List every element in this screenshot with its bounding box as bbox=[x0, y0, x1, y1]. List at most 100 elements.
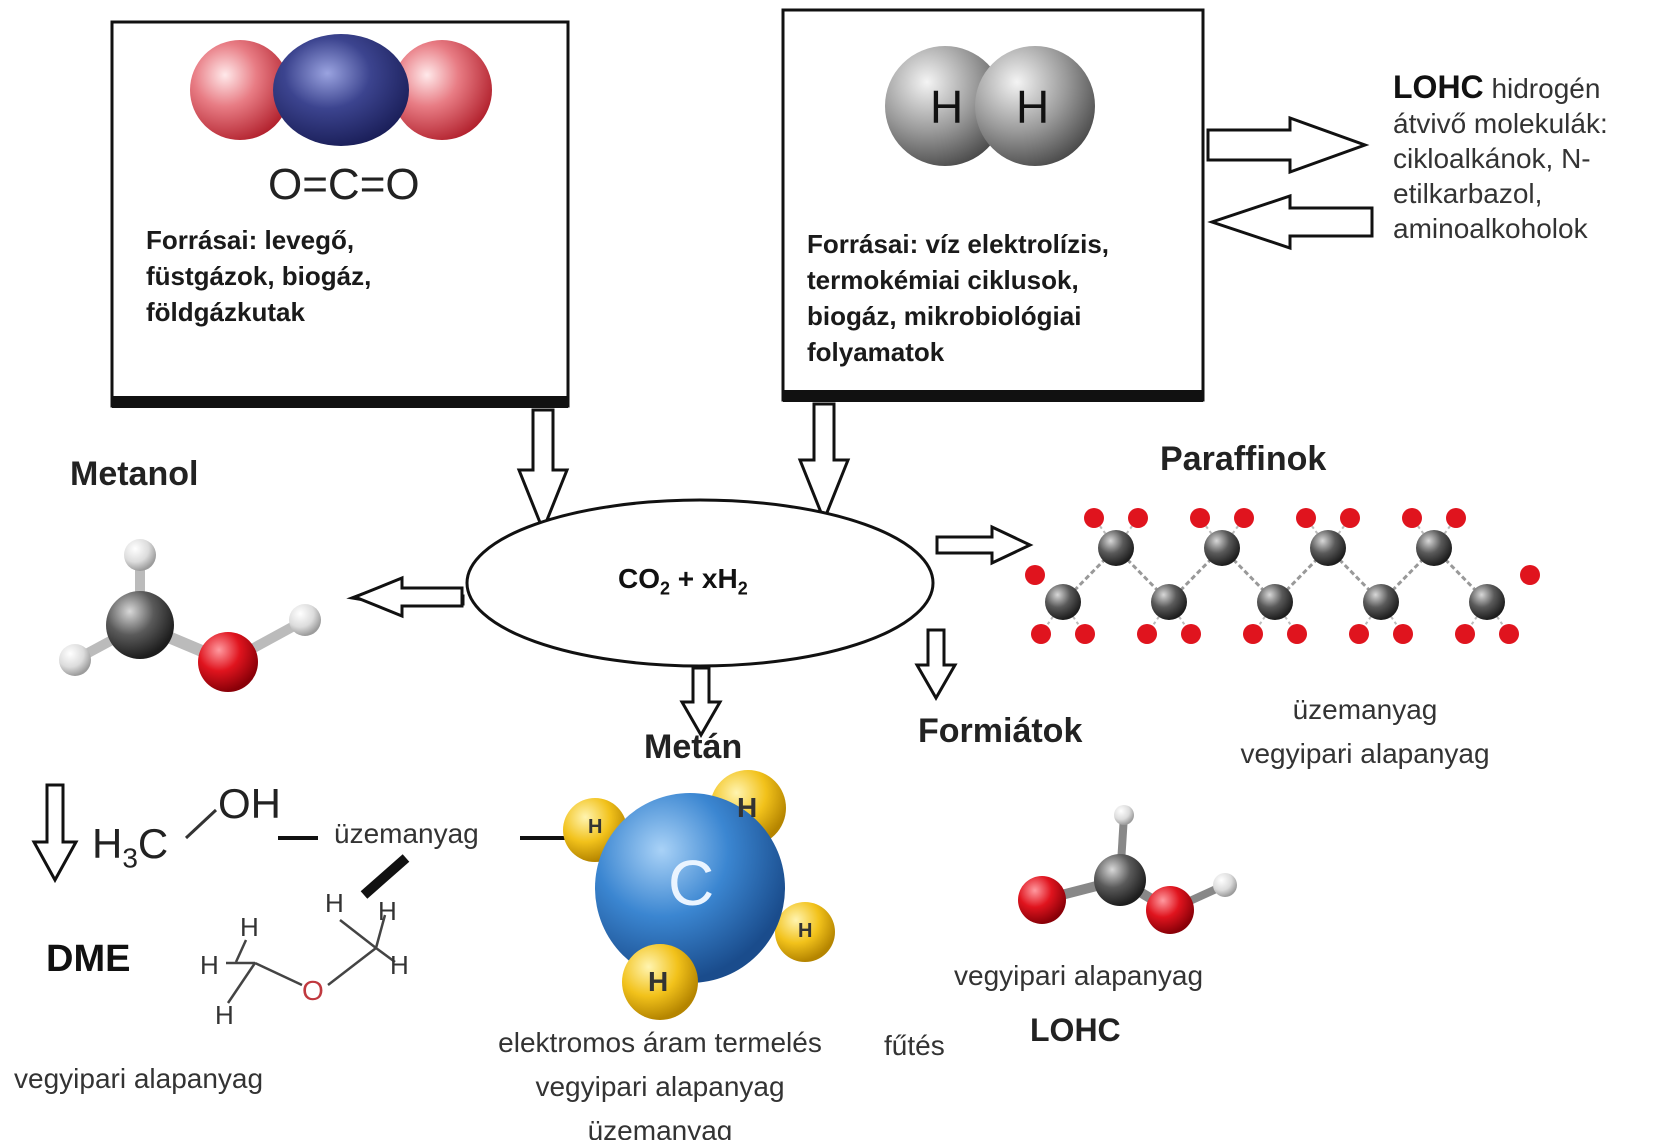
methanol-formula-bonds bbox=[184, 808, 218, 840]
paraffin-hydrogen bbox=[1455, 624, 1475, 644]
methanol-formula-h3c: H3C bbox=[92, 820, 168, 874]
paraffin-carbon bbox=[1204, 530, 1240, 566]
paraffin-carbon bbox=[1257, 584, 1293, 620]
metan-heating: fűtés bbox=[884, 1030, 945, 1061]
dme-atom-h: H bbox=[200, 950, 219, 980]
paraffin-carbon bbox=[1363, 584, 1399, 620]
h2-source-line: termokémiai ciklusok, bbox=[807, 265, 1079, 295]
arrow-to-formiatok bbox=[914, 628, 958, 702]
lohc-carrier-text: LOHC hidrogén átvivő molekulák: cikloalk… bbox=[1393, 70, 1608, 246]
paraffin-hydrogen bbox=[1031, 624, 1051, 644]
metanol-title: Metanol bbox=[70, 455, 199, 493]
h2-atom-left: H bbox=[930, 81, 964, 133]
formula-sub: 3 bbox=[122, 842, 138, 874]
methane-h-atom: H bbox=[737, 792, 758, 823]
paraffin-hydrogen bbox=[1402, 508, 1422, 528]
dme-atom-h: H bbox=[378, 896, 397, 926]
dme-use: vegyipari alapanyag bbox=[14, 1063, 264, 1094]
methane-h-atom: H bbox=[588, 816, 603, 838]
formiatok-use: vegyipari alapanyag bbox=[954, 960, 1204, 991]
formate-model bbox=[1018, 805, 1237, 934]
arrow-co2-down bbox=[516, 408, 570, 535]
dme-bonds bbox=[226, 914, 396, 1004]
h2-source-line: biogáz, mikrobiológiai bbox=[807, 301, 1082, 331]
lohc-side-line: átvivő molekulák: bbox=[1393, 108, 1608, 139]
arrow-to-paraffinok bbox=[935, 524, 1034, 566]
paraffin-hydrogen bbox=[1296, 508, 1316, 528]
paraffin-hydrogen bbox=[1084, 508, 1104, 528]
paraffin-hydrogen bbox=[1393, 624, 1413, 644]
lohc-side-line: cikloalkánok, N- bbox=[1393, 143, 1591, 174]
dme-atom-o: O bbox=[302, 975, 324, 1006]
metan-use-line: üzemanyag bbox=[587, 1115, 733, 1140]
co2-source-line: füstgázok, biogáz, bbox=[146, 261, 372, 291]
methane-model bbox=[563, 770, 835, 1020]
reaction-sub: 2 bbox=[737, 578, 748, 599]
arrow-to-lohc bbox=[1206, 115, 1370, 175]
paraffin-hydrogen bbox=[1243, 624, 1263, 644]
co2-formula: O=C=O bbox=[268, 160, 420, 209]
reaction-plus-h: + xH bbox=[670, 563, 738, 594]
reaction-sub: 2 bbox=[660, 578, 671, 599]
h2-source-line: folyamatok bbox=[807, 337, 945, 367]
paraffin-carbon bbox=[1045, 584, 1081, 620]
fuel-label-center: üzemanyag bbox=[334, 818, 479, 849]
paraffin-hydrogen bbox=[1025, 565, 1045, 585]
arrow-h2-down bbox=[797, 402, 851, 525]
paraffin-carbon bbox=[1098, 530, 1134, 566]
reaction-ellipse bbox=[465, 498, 935, 668]
methane-h-atom: H bbox=[648, 966, 669, 997]
paraffinok-uses: üzemanyag vegyipari alapanyag bbox=[1200, 688, 1530, 776]
paraffin-hydrogen bbox=[1446, 508, 1466, 528]
h2-source-line: Forrásai: víz elektrolízis, bbox=[807, 229, 1110, 259]
paraffin-hydrogen bbox=[1340, 508, 1360, 528]
formula-h: H bbox=[92, 820, 123, 867]
metan-uses: elektromos áram termelés vegyipari alapa… bbox=[460, 1021, 860, 1140]
h2-sources: Forrásai: víz elektrolízis, termokémiai … bbox=[807, 226, 1109, 370]
co2-sources: Forrásai: levegő, füstgázok, biogáz, föl… bbox=[146, 222, 371, 330]
formiatok-lohc: LOHC bbox=[1030, 1012, 1121, 1048]
paraffin-chain-model bbox=[1025, 508, 1540, 644]
dme-title: DME bbox=[46, 938, 131, 980]
arrow-to-metan bbox=[679, 666, 723, 739]
metan-title: Metán bbox=[644, 728, 743, 766]
lohc-side-title: LOHC bbox=[1393, 69, 1484, 105]
formula-c: C bbox=[137, 820, 169, 867]
paraffinok-use-line: vegyipari alapanyag bbox=[1240, 738, 1490, 769]
dme-atom-h: H bbox=[240, 912, 259, 942]
dme-atom-h: H bbox=[325, 888, 344, 918]
arrow-from-lohc bbox=[1207, 193, 1374, 251]
methanol-formula-oh: OH bbox=[218, 780, 281, 827]
metan-use-line: vegyipari alapanyag bbox=[535, 1071, 785, 1102]
paraffin-hydrogen bbox=[1520, 565, 1540, 585]
reaction-label: CO2 + xH2 bbox=[618, 563, 748, 600]
paraffin-carbon bbox=[1416, 530, 1452, 566]
methanol-model bbox=[59, 539, 321, 692]
paraffin-carbon bbox=[1469, 584, 1505, 620]
co2-molecule bbox=[190, 34, 492, 146]
paraffinok-title: Paraffinok bbox=[1160, 440, 1327, 478]
paraffin-carbon bbox=[1151, 584, 1187, 620]
methane-c-atom: C bbox=[668, 847, 715, 919]
dme-atom-h: H bbox=[215, 1000, 234, 1030]
reaction-co: CO bbox=[618, 563, 660, 594]
paraffin-hydrogen bbox=[1190, 508, 1210, 528]
formiatok-title: Formiátok bbox=[918, 712, 1083, 750]
metan-use-line: elektromos áram termelés bbox=[498, 1027, 822, 1058]
paraffin-hydrogen bbox=[1181, 624, 1201, 644]
fuel-connectors bbox=[278, 836, 566, 899]
co2-source-line: földgázkutak bbox=[146, 297, 305, 327]
paraffin-hydrogen bbox=[1128, 508, 1148, 528]
paraffin-hydrogen bbox=[1349, 624, 1369, 644]
arrow-to-dme bbox=[31, 783, 79, 884]
methane-h-atom: H bbox=[798, 920, 813, 942]
dme-atom-h: H bbox=[390, 950, 409, 980]
paraffin-hydrogen bbox=[1499, 624, 1519, 644]
arrow-to-metanol bbox=[346, 575, 465, 619]
lohc-side-line: hidrogén bbox=[1491, 73, 1601, 104]
paraffin-hydrogen bbox=[1075, 624, 1095, 644]
h2-molecule bbox=[885, 46, 1095, 166]
paraffinok-use-line: üzemanyag bbox=[1292, 694, 1438, 725]
